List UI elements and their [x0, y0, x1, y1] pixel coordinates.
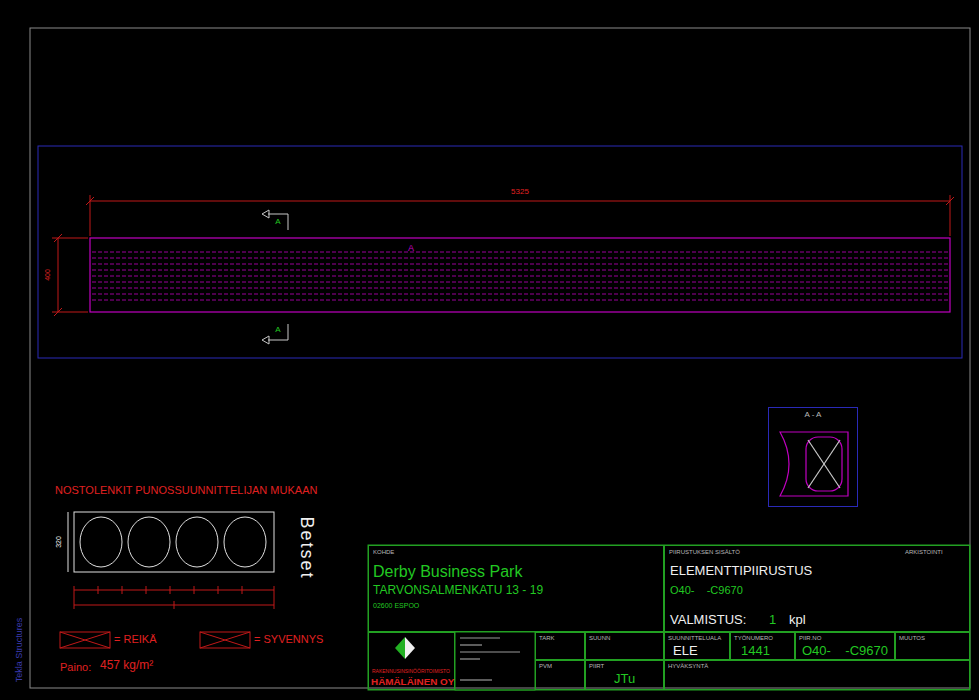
- cell-heading: PIIR.NO: [799, 635, 821, 642]
- contents-cell: PIIRUSTUKSEN SISÄLTÖ ARKISTOINTI ELEMENTTI…: [664, 545, 970, 632]
- title-cell: PVM: [535, 660, 585, 690]
- logo-cell: RAKENNUSINSINÖÖRITOIMISTO HÄMÄLÄINEN OY: [368, 632, 455, 690]
- project-cell: KOHDE Derby Business ParkTARVONSALMENKATU…: [368, 545, 664, 632]
- title-cell: TYÖNUMERO 1441: [730, 632, 795, 660]
- strand-dimensions: [74, 586, 274, 609]
- cell-value: O40- -C9670: [802, 644, 888, 658]
- sheet-frame: [30, 28, 970, 688]
- cell-heading: TARK: [539, 635, 555, 642]
- cell-value: 02600 ESPOO: [373, 602, 419, 610]
- cell-heading: HYVÄKSYNTÄ: [668, 663, 708, 670]
- manufacturer-name: Betset: [296, 516, 316, 579]
- recess-symbol: [200, 632, 250, 648]
- title-cell: TARK: [535, 632, 585, 660]
- cell-value: ELEMENTTIPIIRUSTUS: [670, 564, 812, 578]
- section-profile: [780, 432, 848, 496]
- cell-heading: TYÖNUMERO: [734, 635, 773, 642]
- element-mark: A: [408, 244, 414, 254]
- company-logo: [395, 637, 415, 659]
- slab-cross-section: [68, 512, 274, 572]
- title-cell: PIIR.NO O40- -C9670: [795, 632, 895, 660]
- cell-value: TARVONSALMENKATU 13 - 19: [373, 584, 543, 597]
- cell-value: VALMISTUS:: [670, 613, 746, 627]
- title-cell: SUUNNITTELUALA ELE: [664, 632, 730, 660]
- title-block-frame: [368, 545, 970, 690]
- cell-heading: KOHDE: [373, 549, 394, 556]
- weight-label: Paino:: [60, 661, 91, 673]
- cell-value: ARKISTOINTI: [905, 549, 943, 556]
- width-dimension: [52, 234, 88, 316]
- cell-value: Derby Business Park: [373, 563, 522, 581]
- dimension-text: 5325: [511, 188, 529, 197]
- software-watermark: Tekla Structures: [15, 618, 25, 683]
- title-cell: MUUTOS: [895, 632, 970, 660]
- cell-value: JTu: [614, 672, 635, 686]
- cell-value: 1441: [741, 644, 770, 658]
- address-cell: [455, 632, 535, 690]
- section-marker: [262, 210, 288, 344]
- legend-text: = SYVENNYS: [254, 633, 323, 645]
- legend-text: = REIKÄ: [114, 633, 157, 645]
- slab-plan: [90, 238, 950, 312]
- cell-heading: SUUNNITTELUALA: [668, 635, 721, 642]
- cell-heading: PVM: [539, 663, 552, 670]
- title-cell: HYVÄKSYNTÄ: [664, 660, 970, 690]
- cell-value: kpl: [789, 613, 806, 627]
- section-letter: A: [275, 218, 280, 227]
- cell-heading: RAKENNUSINSINÖÖRITOIMISTO: [372, 669, 450, 675]
- dimension-text: 320: [55, 536, 63, 548]
- hole-symbol: [60, 632, 110, 648]
- cell-heading: SUUNN: [589, 635, 610, 642]
- title-cell: SUUNN: [585, 632, 664, 660]
- length-dimension: [86, 195, 954, 236]
- cell-value: 1: [769, 613, 776, 627]
- cell-heading: A - A: [769, 411, 857, 420]
- section-view: A - A: [768, 407, 858, 507]
- dimension-text: 400: [44, 269, 52, 281]
- cell-value: HÄMÄLÄINEN OY: [371, 677, 454, 688]
- cell-value: ELE: [673, 644, 698, 658]
- cell-heading: MUUTOS: [899, 635, 925, 642]
- cell-value: O40- -C9670: [670, 584, 743, 596]
- section-letter: A: [275, 326, 280, 335]
- cell-heading: PIIRT: [589, 663, 604, 670]
- weight-value: 457 kg/m²: [100, 659, 153, 672]
- cell-heading: PIIRUSTUKSEN SISÄLTÖ: [669, 549, 740, 556]
- lifting-note: NOSTOLENKIT PUNOSSUUNNITTELIJAN MUKAAN: [55, 484, 317, 496]
- view-frame: [38, 146, 962, 358]
- title-cell: PIIRT JTu: [585, 660, 664, 690]
